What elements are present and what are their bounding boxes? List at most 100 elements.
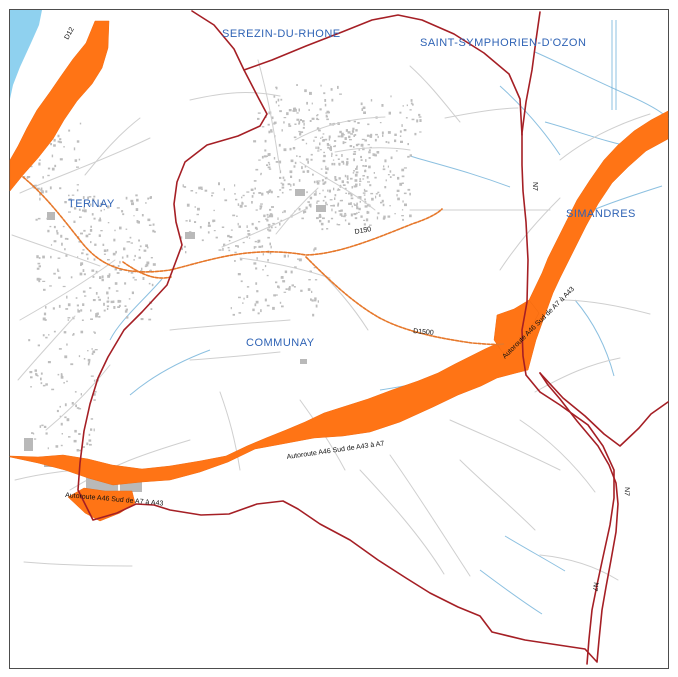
settlement-dot [402, 105, 404, 107]
settlement-dot [339, 130, 342, 134]
settlement-dot [70, 363, 74, 366]
settlement-dot [327, 189, 329, 192]
settlement-dot [360, 215, 363, 218]
settlement-dot [152, 263, 156, 266]
settlement-dot [73, 147, 76, 151]
settlement-dot [147, 197, 149, 200]
settlement-dot [260, 206, 262, 209]
settlement-dot [394, 139, 397, 143]
settlement-dot [154, 230, 156, 233]
settlement-dot [238, 225, 241, 228]
settlement-dot [387, 131, 391, 134]
settlement-dot [337, 135, 341, 138]
settlement-dot [89, 229, 93, 232]
settlement-dot [297, 258, 299, 260]
settlement-dot [362, 175, 365, 177]
settlement-dot [57, 134, 60, 138]
settlement-dot [302, 120, 305, 123]
settlement-dot [68, 211, 71, 213]
settlement-dot [254, 226, 258, 230]
settlement-dot [331, 155, 333, 157]
settlement-dot [374, 138, 377, 142]
settlement-dot [255, 282, 258, 285]
settlement-dot [38, 162, 41, 166]
settlement-dot [308, 279, 311, 281]
settlement-dot [145, 244, 148, 247]
settlement-dot [315, 304, 318, 308]
settlement-dot [313, 248, 315, 252]
settlement-dot [82, 196, 85, 199]
settlement-dot [73, 220, 76, 223]
settlement-dot [322, 199, 325, 202]
building-8 [24, 438, 33, 451]
settlement-dot [407, 188, 411, 191]
settlement-dot [40, 382, 43, 385]
settlement-dot [326, 110, 330, 114]
settlement-dot [305, 206, 308, 210]
settlement-dot [215, 236, 218, 239]
settlement-dot [376, 216, 379, 220]
settlement-dot [337, 204, 339, 207]
settlement-dot [310, 204, 312, 208]
settlement-dot [365, 190, 368, 192]
settlement-dot [152, 229, 155, 233]
settlement-dot [121, 210, 124, 213]
settlement-dot [356, 212, 358, 215]
settlement-dot [409, 214, 412, 218]
settlement-dot [279, 301, 282, 304]
settlement-dot [284, 270, 288, 274]
settlement-dot [360, 102, 363, 106]
settlement-dot [90, 418, 94, 420]
settlement-dot [313, 193, 317, 196]
settlement-dot [364, 165, 367, 167]
settlement-dot [76, 166, 79, 168]
settlement-dot [268, 168, 272, 170]
settlement-dot [353, 203, 355, 205]
settlement-dot [90, 428, 93, 431]
settlement-dot [294, 161, 297, 165]
settlement-dot [346, 161, 349, 164]
settlement-dot [313, 180, 316, 184]
settlement-dot [254, 187, 256, 190]
stream-10 [504, 535, 566, 572]
building-5 [316, 205, 326, 212]
settlement-dot [68, 436, 71, 438]
settlement-dot [363, 194, 366, 196]
settlement-dot [38, 257, 41, 259]
settlement-dot [95, 313, 97, 315]
settlement-dot [267, 161, 270, 164]
settlement-dot [29, 165, 33, 168]
settlement-dot [270, 226, 273, 229]
settlement-dot [147, 218, 151, 222]
settlement-dot [344, 137, 347, 140]
settlement-dot [322, 159, 326, 163]
settlement-dot [405, 117, 408, 119]
road-label-n7-north: N7 [531, 182, 538, 191]
settlement-dot [366, 211, 370, 214]
settlement-dot [354, 204, 357, 206]
settlement-dot [327, 146, 330, 149]
settlement-dot [354, 217, 358, 220]
settlement-dot [273, 157, 276, 160]
settlement-dot [87, 257, 89, 260]
settlement-dot [317, 147, 320, 150]
settlement-dot [100, 202, 103, 206]
settlement-dot [350, 213, 353, 217]
settlement-dot [358, 211, 360, 213]
settlement-dot [281, 183, 285, 186]
settlement-dot [246, 191, 250, 193]
settlement-dot [369, 135, 373, 138]
settlement-dot [403, 167, 407, 169]
settlement-dot [275, 161, 279, 163]
settlement-dot [316, 200, 320, 202]
settlement-dot [135, 208, 139, 211]
settlement-dot [125, 196, 128, 200]
settlement-dot [259, 205, 263, 208]
settlement-dot [35, 372, 37, 376]
settlement-dot [273, 294, 276, 297]
settlement-dot [390, 95, 392, 98]
settlement-dot [314, 297, 317, 301]
settlement-dot [37, 344, 40, 347]
